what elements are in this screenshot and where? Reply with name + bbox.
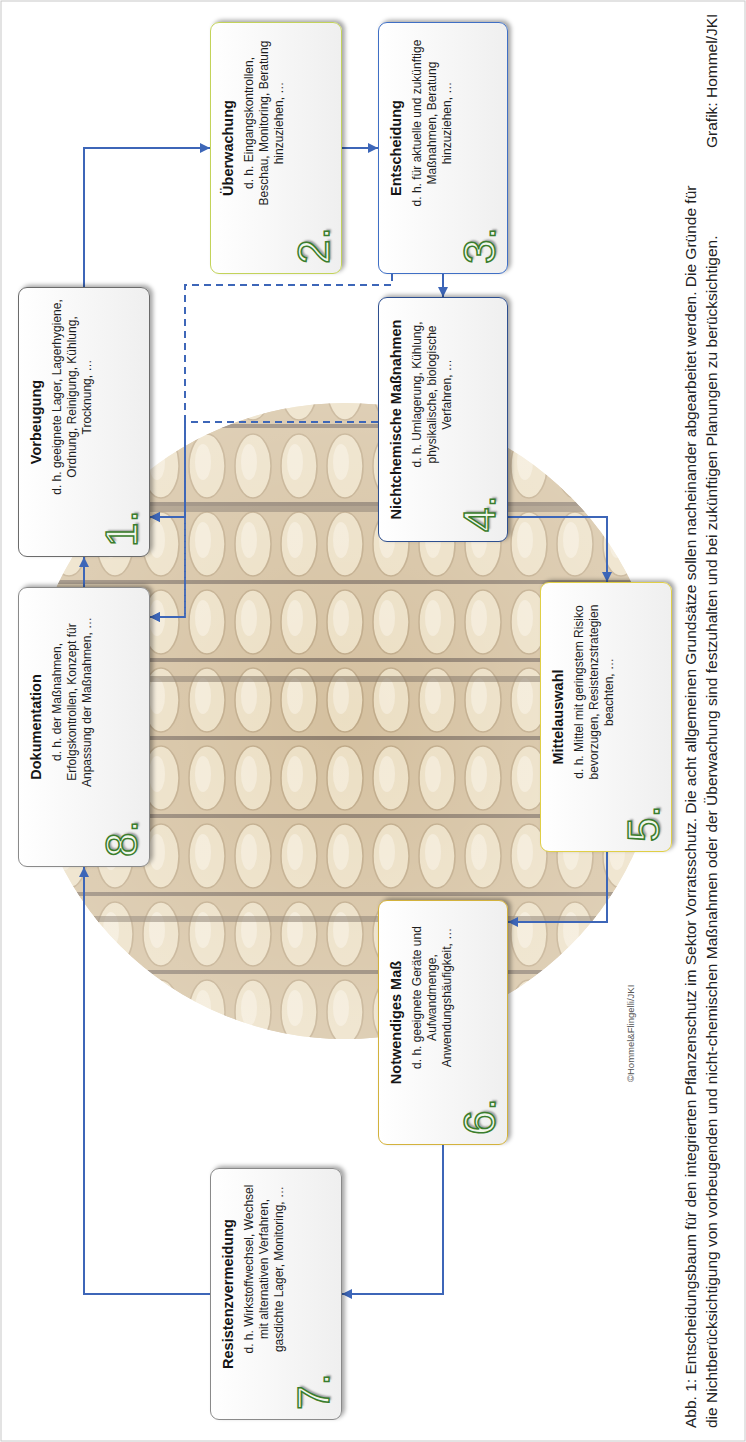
- connector-line: [84, 148, 210, 287]
- step-box: Nichtchemische Maßnahmen d. h. Umlagerung…: [378, 297, 508, 542]
- step-box: Dokumentation d. h. der Maßnahmen, Erfolg…: [18, 587, 150, 867]
- flow-arrow: [508, 852, 607, 927]
- step-heading: Vorbeugung: [27, 298, 45, 546]
- connector-line: [508, 517, 607, 582]
- arrow-head: [79, 557, 89, 567]
- credit-note: Grafik: Hommel/JKI: [701, 14, 722, 148]
- dashed-arrow: [150, 274, 392, 522]
- step-heading: Mittelauswahl: [549, 593, 567, 841]
- connector-line: [342, 1145, 443, 1294]
- step-number: 8.: [98, 820, 146, 857]
- connector-line: [508, 852, 607, 922]
- flow-arrow: [438, 274, 448, 297]
- step-heading: Entscheidung: [387, 33, 405, 263]
- flow-arrow: [342, 1145, 443, 1299]
- step-number: 5.: [620, 805, 668, 842]
- step-box: Vorbeugung d. h. geeignete Lager, Lagerhy…: [18, 287, 150, 557]
- step-number: 6.: [456, 1098, 504, 1135]
- step-description: d. h. Mittel mit geringstem Risiko bevor…: [572, 593, 617, 791]
- connector-line: [150, 274, 392, 517]
- step-description: d. h. für aktuelle und zukünftige Maßnah…: [410, 33, 455, 213]
- flow-arrow: [79, 867, 210, 1294]
- step-number: 4.: [456, 495, 504, 532]
- flow-arrow: [508, 517, 612, 582]
- figure-caption: Abb. 1: Entscheidungsbaum für den integr…: [680, 174, 722, 1428]
- dashed-arrow: [150, 274, 392, 622]
- arrow-head: [150, 612, 160, 622]
- step-number: 7.: [290, 1373, 338, 1410]
- step-box: Entscheidung d. h. für aktuelle und zukün…: [378, 22, 508, 274]
- arrow-head: [150, 512, 160, 522]
- flow-arrow: [84, 143, 210, 287]
- step-heading: Notwendiges Maß: [387, 911, 405, 1134]
- arrow-head: [150, 512, 160, 522]
- connector-line: [150, 422, 378, 617]
- arrow-head: [79, 867, 89, 877]
- connector-line: [150, 274, 392, 617]
- step-description: d. h. geeignete Lager, Lagerhygiene, Ord…: [50, 298, 95, 496]
- step-description: d. h. geeignete Geräte und Aufwandmenge,…: [410, 911, 455, 1084]
- step-heading: Dokumentation: [27, 598, 45, 856]
- arrow-head: [342, 1289, 352, 1299]
- dashed-arrow: [150, 422, 378, 622]
- step-box: Überwachung d. h. Eingangskontrollen, Bes…: [210, 22, 342, 274]
- step-heading: Nichtchemische Maßnahmen: [387, 308, 405, 531]
- step-box: Notwendiges Maß d. h. geeignete Geräte un…: [378, 900, 508, 1145]
- step-description: d. h. der Maßnahmen, Erfolgskontrollen, …: [50, 598, 95, 806]
- step-heading: Resistenzvermeidung: [219, 1179, 237, 1409]
- flow-arrow: [79, 557, 89, 587]
- arrow-head: [602, 572, 612, 582]
- step-box: Mittelauswahl d. h. Mittel mit geringstem…: [540, 582, 672, 852]
- step-description: d. h. Eingangskontrollen, Beschau, Monit…: [242, 33, 287, 213]
- connector-line: [84, 867, 210, 1294]
- arrow-head: [368, 143, 378, 153]
- arrow-head: [508, 917, 518, 927]
- copyright-note: ©Hommel&Flingelli/JKI: [620, 985, 641, 1082]
- step-number: 3.: [456, 227, 504, 264]
- step-number: 1.: [98, 510, 146, 547]
- flow-arrow: [342, 143, 378, 153]
- step-description: d. h. Wirkstoffwechsel, Wechsel mit alte…: [242, 1179, 287, 1359]
- step-box: Resistenzvermeidung d. h. Wirkstoffwechse…: [210, 1168, 342, 1420]
- arrow-head: [438, 287, 448, 297]
- step-description: d. h. Umlagerung, Kühlung, physikalische…: [410, 308, 455, 481]
- arrow-head: [150, 612, 160, 622]
- arrow-head: [200, 143, 210, 153]
- step-number: 2.: [290, 227, 338, 264]
- step-heading: Überwachung: [219, 33, 237, 263]
